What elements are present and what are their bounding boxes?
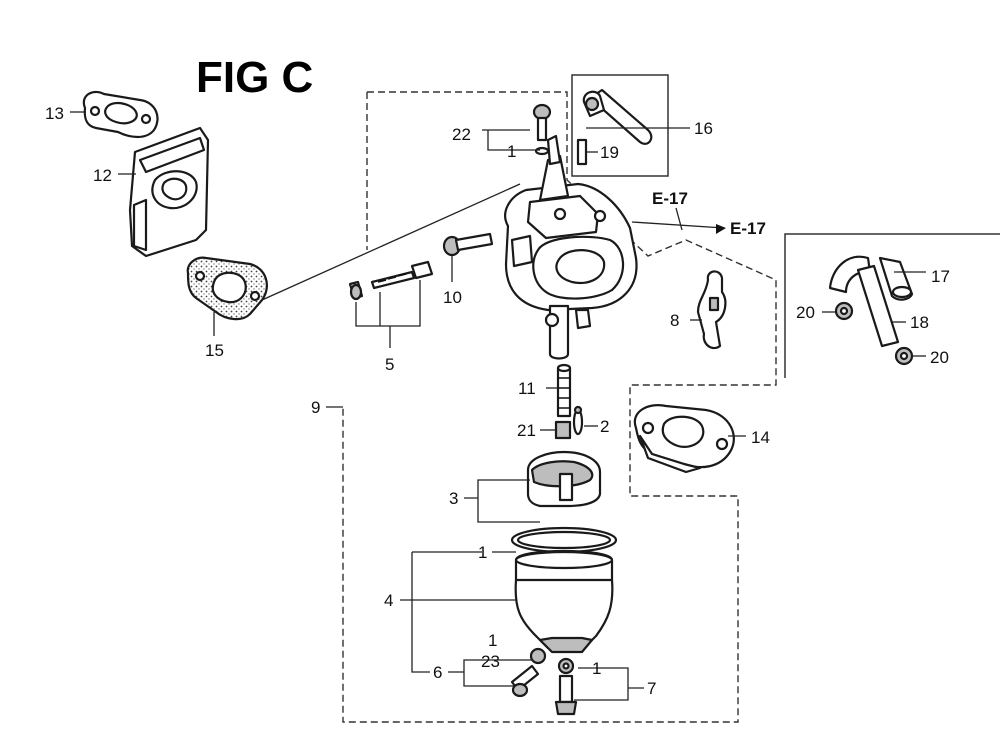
callout-1-top: 1	[507, 142, 516, 161]
part-14-insulator	[633, 404, 735, 474]
carburetor-assembly-frame	[342, 91, 777, 723]
part-20-clip-lower	[894, 346, 914, 366]
part-3-float	[526, 450, 602, 508]
part-2-washer	[572, 405, 584, 436]
callout-19: 19	[600, 143, 619, 162]
callout-8: 8	[670, 311, 679, 330]
part-5-pilot-screw	[348, 260, 434, 301]
ref-e17-right: E-17	[730, 219, 766, 238]
callout-21: 21	[517, 421, 536, 440]
callout-18: 18	[910, 313, 929, 332]
callout-17: 17	[931, 267, 950, 286]
part-20-clip-upper	[834, 301, 854, 321]
assembly-frames	[342, 74, 1000, 723]
callout-2: 2	[600, 417, 609, 436]
part-15-gasket	[186, 256, 268, 321]
callout-5: 5	[385, 355, 394, 374]
part-13-gasket	[82, 90, 159, 139]
callout-13: 13	[45, 104, 64, 123]
part-11-nozzle	[556, 363, 572, 418]
callout-16: 16	[694, 119, 713, 138]
callout-20-upper: 20	[796, 303, 815, 322]
callout-11: 11	[518, 379, 536, 398]
part-10-screw	[442, 232, 494, 257]
callout-1-chamber: 1	[478, 543, 487, 562]
part-12-plate	[128, 126, 210, 258]
part-17-tube	[878, 256, 914, 301]
part-7-bolt	[554, 657, 578, 716]
callout-9: 9	[311, 398, 320, 417]
callout-14: 14	[751, 428, 770, 447]
leader-lines	[70, 111, 926, 701]
callout-1-drain: 1	[488, 631, 497, 650]
callout-23: 23	[481, 652, 500, 671]
callout-22: 22	[452, 125, 471, 144]
e17-arrowhead	[716, 224, 726, 234]
part-18-hose	[828, 255, 900, 348]
choke-lever-frame	[571, 74, 669, 177]
callout-7: 7	[647, 679, 656, 698]
part-16-choke-lever	[576, 88, 653, 166]
carburetor-body	[504, 134, 638, 360]
callout-3: 3	[449, 489, 458, 508]
callout-12: 12	[93, 166, 112, 185]
callout-1-bolt: 1	[592, 659, 601, 678]
callout-10: 10	[443, 288, 462, 307]
tube-group-frame	[784, 233, 1000, 378]
part-1-oring	[510, 526, 618, 554]
part-4-float-chamber	[514, 549, 614, 654]
part-21-jet	[554, 420, 572, 440]
callout-15: 15	[205, 341, 224, 360]
leader-15-carb	[261, 183, 521, 301]
callout-labels: 13 12 15 5 10 22 1 16 19 E-17 E-17 8 17 …	[45, 104, 950, 698]
part-23-drain-screw	[510, 647, 547, 698]
callout-4: 4	[384, 591, 393, 610]
callout-20-lower: 20	[930, 348, 949, 367]
ref-e17-upper: E-17	[652, 189, 688, 208]
part-8-clip	[696, 270, 727, 350]
figure-title: FIG C	[196, 53, 313, 102]
callout-6: 6	[433, 663, 442, 682]
